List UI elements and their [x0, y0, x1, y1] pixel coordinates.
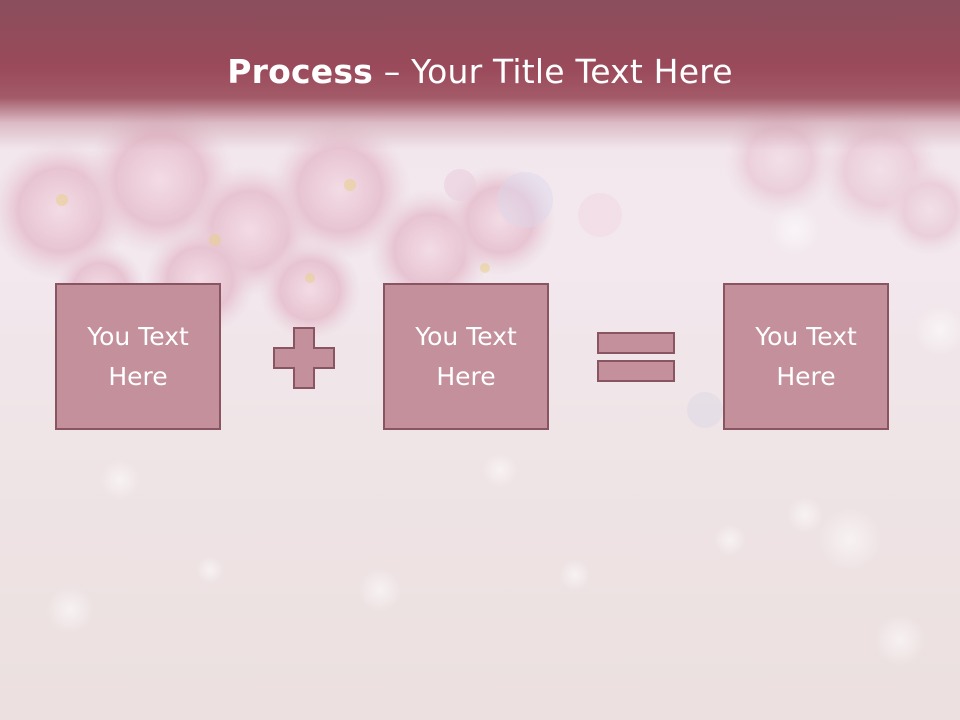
process-box-1[interactable]: You Text Here [55, 283, 221, 430]
equals-icon [597, 332, 675, 382]
title-bar [0, 0, 960, 150]
box-text-line2: Here [776, 361, 836, 391]
slide-title: Process – Your Title Text Here [0, 52, 960, 91]
title-bold: Process [227, 52, 374, 91]
process-box-2[interactable]: You Text Here [383, 283, 549, 430]
plus-icon [273, 327, 335, 389]
box-text-line2: Here [436, 361, 496, 391]
box-text-line2: Here [108, 361, 168, 391]
box-text-line1: You Text [87, 321, 189, 351]
title-rest: – Your Title Text Here [373, 52, 733, 91]
box-text-line1: You Text [755, 321, 857, 351]
process-box-3[interactable]: You Text Here [723, 283, 889, 430]
box-text-line1: You Text [415, 321, 517, 351]
